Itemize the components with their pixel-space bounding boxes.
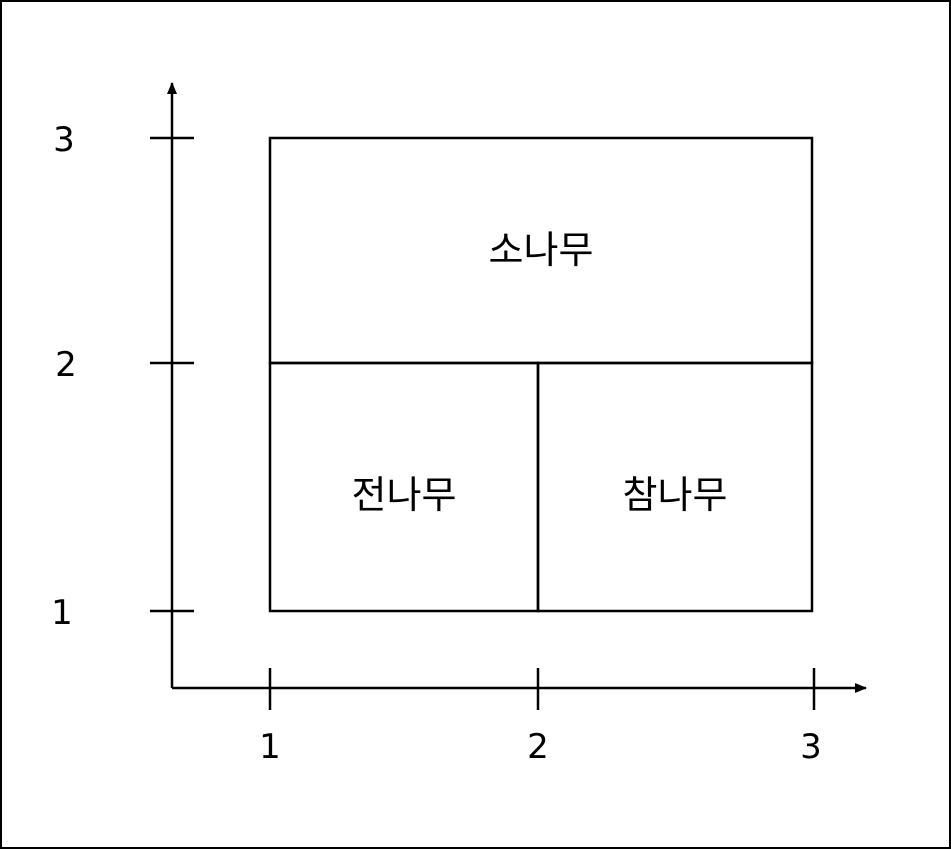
x-tick-label-3: 3 xyxy=(800,727,822,767)
region-top-label: 소나무 xyxy=(489,228,594,272)
x-tick-label-2: 2 xyxy=(527,727,549,767)
region-bottom-left-label: 전나무 xyxy=(352,473,457,517)
y-tick-label-3: 3 xyxy=(53,120,75,160)
region-bottom-right-label: 참나무 xyxy=(623,473,728,517)
x-tick-label-1: 1 xyxy=(259,727,281,767)
y-tick-label-1: 1 xyxy=(51,593,73,633)
y-tick-label-2: 2 xyxy=(55,345,77,385)
region-bottom-right xyxy=(536,361,814,613)
